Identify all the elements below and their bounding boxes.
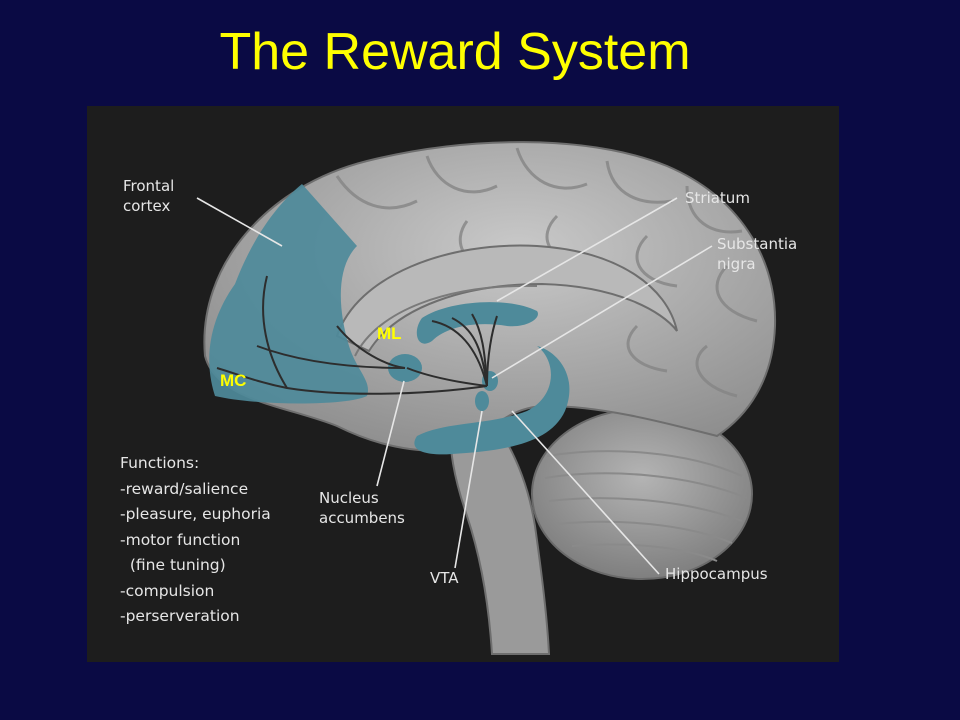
vta-label: VTA [430,569,459,587]
functions-item: -motor function [120,530,241,549]
slide-title: The Reward System [219,23,691,81]
functions-heading: Functions: [120,454,200,472]
vta-region [475,391,489,411]
brainstem [449,404,551,655]
functions-item: -reward/salience [120,479,249,498]
nucleus-accumbens-label: Nucleus accumbens [319,488,405,528]
functions-item: -compulsion [120,581,215,600]
frontal-cortex-label-line1: Frontal [123,177,175,195]
substantia-nigra-label-line1: Substantia [717,235,798,253]
functions-item: -perserveration [120,607,240,625]
leader-lines [196,197,713,575]
hippocampus-region [414,346,570,455]
functions-item: -pleasure, euphoria [120,505,271,523]
frontal-cortex-region [209,184,368,404]
hippocampus-label: Hippocampus [665,565,768,583]
substantia-nigra-label-line2: nigra [717,255,756,273]
striatum-label: Striatum [685,189,750,207]
functions-item: (fine tuning) [120,556,226,574]
frontal-cortex-label-line2: cortex [123,197,171,215]
dopamine-pathways [216,275,498,395]
nucleus-accumbens-label-line1: Nucleus [319,489,379,507]
brain-illustration [196,141,777,655]
frontal-cortex-label: Frontal cortex [123,176,174,216]
brain-diagram: Frontal cortex Striatum Substantia nigra… [87,106,839,662]
mc-annotation: MC [220,371,247,390]
corpus-callosum [335,244,678,353]
functions-list: Functions: -reward/salience -pleasure, e… [120,451,271,630]
substantia-nigra-label: Substantia nigra [717,234,797,274]
nucleus-accumbens-label-line2: accumbens [319,509,405,527]
ml-annotation: ML [377,324,402,343]
